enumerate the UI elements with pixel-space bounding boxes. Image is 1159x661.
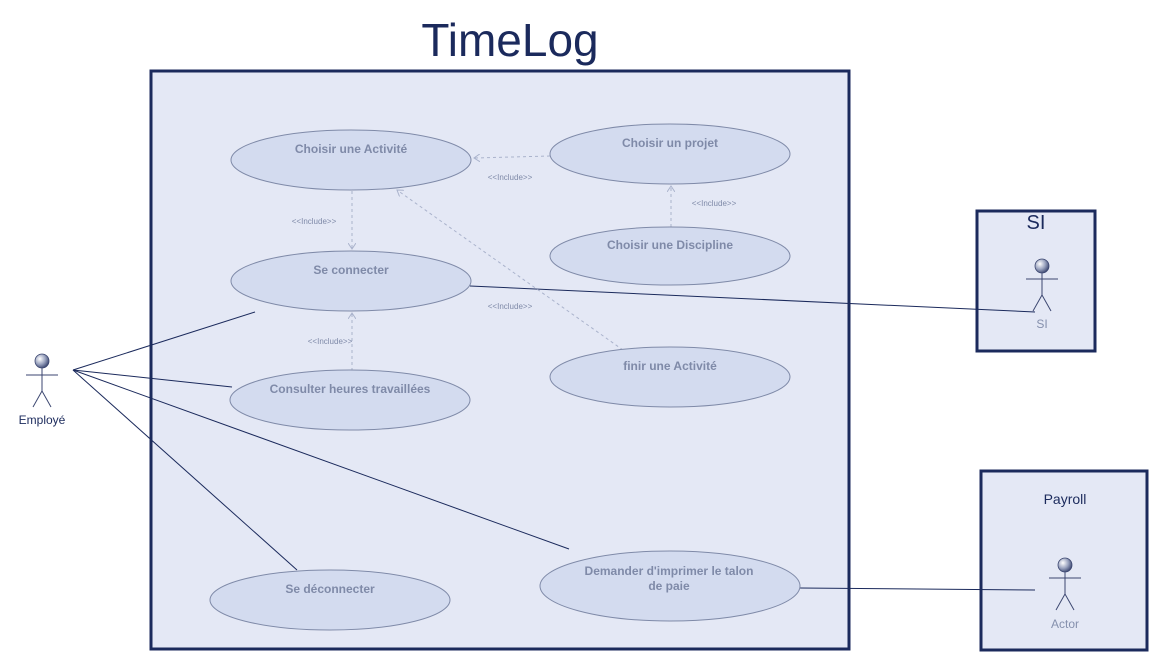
usecase-label: Consulter heures travaillées xyxy=(270,382,431,396)
actor-head-icon xyxy=(1057,557,1073,573)
include-projet-activite[interactable] xyxy=(474,156,551,158)
actor-employe[interactable]: Employé xyxy=(19,353,66,427)
si-box xyxy=(975,209,1097,353)
usecase-label: Demander d'imprimer le talon xyxy=(585,564,754,578)
usecase-label: finir une Activité xyxy=(623,359,717,373)
usecase-se-connecter[interactable] xyxy=(230,250,472,312)
include-label: <<Include>> xyxy=(308,337,353,346)
usecase-finir-activite[interactable] xyxy=(549,346,791,408)
usecase-label: Choisir une Activité xyxy=(295,142,408,156)
actor-label: SI xyxy=(1036,317,1047,331)
actor-si[interactable]: SI xyxy=(1026,258,1058,331)
actor-payroll[interactable]: Actor xyxy=(1049,557,1081,631)
usecase-label: Se déconnecter xyxy=(285,582,375,596)
actor-body-icon xyxy=(26,368,58,408)
usecase-choisir-projet[interactable] xyxy=(549,123,791,185)
assoc-employe-demander[interactable] xyxy=(72,369,570,550)
usecase-label: Se connecter xyxy=(313,263,389,277)
include-relations xyxy=(352,156,671,371)
include-label: <<Include>> xyxy=(292,217,337,226)
assoc-demander-actor[interactable] xyxy=(799,587,1036,591)
usecase-choisir-activite[interactable] xyxy=(230,129,472,191)
payroll-box-title: Payroll xyxy=(1044,491,1087,507)
usecase-choisir-discipline[interactable] xyxy=(549,226,791,286)
actor-label: Actor xyxy=(1051,617,1079,631)
usecase-label: Choisir un projet xyxy=(622,136,718,150)
assoc-employe-consulter[interactable] xyxy=(72,369,233,388)
usecase-label: de paie xyxy=(648,579,690,593)
si-box-title: SI xyxy=(1027,212,1046,234)
include-label: <<Include>> xyxy=(488,302,533,311)
actor-body-icon xyxy=(1026,273,1058,312)
assoc-employe-connecter[interactable] xyxy=(72,311,256,371)
assoc-employe-deconnecter[interactable] xyxy=(72,369,298,571)
actor-head-icon xyxy=(34,353,50,369)
actor-label: Employé xyxy=(19,413,66,427)
actor-body-icon xyxy=(1049,572,1081,611)
associations xyxy=(72,285,1036,591)
include-label: <<Include>> xyxy=(488,173,533,182)
include-finir-activite[interactable] xyxy=(397,190,624,351)
include-label: <<Include>> xyxy=(692,199,737,208)
system-title: TimeLog xyxy=(421,14,598,66)
usecase-demander-imprimer[interactable] xyxy=(539,550,801,622)
assoc-connecter-si[interactable] xyxy=(469,285,1036,313)
usecase-consulter-heures[interactable] xyxy=(229,369,471,431)
actor-head-icon xyxy=(1034,258,1050,274)
usecase-se-deconnecter[interactable] xyxy=(209,569,451,631)
usecase-label: Choisir une Discipline xyxy=(607,238,733,252)
